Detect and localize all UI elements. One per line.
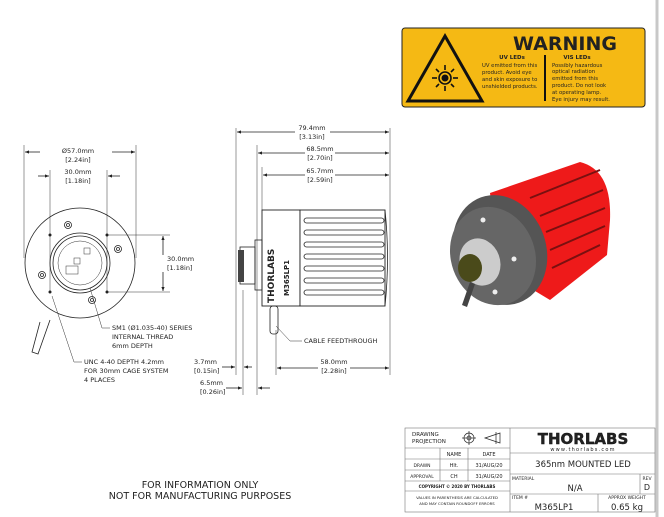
length-dim-2: 68.5mm — [306, 145, 333, 153]
drawing-title: 365nm MOUNTED LED — [535, 460, 631, 470]
front-view: Ø57.0mm [2.24in] 30.0mm [1.18in] 30.0mm … — [23, 145, 194, 384]
name-header: NAME — [447, 452, 462, 458]
approval-label: APPROVAL — [410, 474, 434, 480]
uv-heading: UV LEDs — [499, 55, 525, 61]
values-note: VALUES IN PARENTHESIS ARE CALCULATED — [416, 495, 498, 500]
drawn-label: DRAWN — [413, 463, 430, 469]
sm1-note: 6mm DEPTH — [112, 342, 153, 350]
vis-line: Possibly hazardous — [552, 63, 603, 69]
sm1-note: INTERNAL THREAD — [112, 333, 173, 341]
side-view: 79.4mm [3.13in] 68.5mm [2.70in] 65.7mm [… — [194, 124, 391, 396]
uv-line: UV emitted from this — [482, 63, 537, 69]
overall-length-dim-in: [3.13in] — [299, 133, 324, 141]
weight-label: APPROX WEIGHT — [608, 495, 646, 501]
brand-marking: THORLABS — [267, 249, 277, 303]
unc-note: FOR 30mm CAGE SYSTEM — [84, 367, 168, 375]
cable-front — [31, 319, 51, 355]
width-dim-in: [1.18in] — [65, 177, 90, 185]
model-marking: M365LP1 — [283, 260, 291, 296]
vis-line: optical radiation — [552, 69, 595, 75]
weight-value: 0.65 kg — [611, 503, 643, 513]
vis-line: emitted from this — [552, 76, 598, 82]
rev-value: D — [644, 483, 650, 492]
drawn-name: Hlt. — [450, 463, 459, 469]
product-3d-render — [449, 162, 611, 307]
approval-name: CH — [450, 474, 457, 480]
vis-line: Eye injury may result. — [552, 97, 610, 103]
material-value: N/A — [567, 484, 582, 494]
warning-title: WARNING — [513, 33, 617, 55]
hazard-triangle-icon — [405, 32, 485, 103]
offset-dim-1: 3.7mm — [194, 358, 217, 366]
uv-line: product. Avoid eye — [482, 70, 532, 76]
copyright: COPYRIGHT © 2020 BY THORLABS — [419, 484, 496, 489]
item-label: ITEM # — [512, 495, 528, 501]
title-block — [404, 427, 656, 513]
vis-heading: VIS LEDs — [563, 55, 591, 61]
first-angle-projection-icon — [462, 431, 501, 445]
disclaimer-line: FOR INFORMATION ONLY — [142, 480, 259, 491]
diameter-dim: Ø57.0mm — [62, 147, 94, 155]
unc-note: UNC 4-40 DEPTH 4.2mm — [84, 358, 164, 366]
cable-feedthrough-label: CABLE FEEDTHROUGH — [304, 337, 377, 345]
projection-label: PROJECTION — [412, 439, 446, 445]
rev-label: REV — [642, 476, 652, 482]
sm1-note: SM1 (Ø1.035-40) SERIES — [112, 324, 192, 332]
uv-line: unshielded products. — [482, 84, 538, 90]
website: www.thorlabs.com — [550, 447, 615, 453]
overall-length-dim: 79.4mm — [298, 124, 325, 132]
length-dim-3: 65.7mm — [306, 167, 333, 175]
disclaimer-line: NOT FOR MANUFACTURING PURPOSES — [109, 491, 291, 502]
item-value: M365LP1 — [535, 503, 574, 513]
drawn-date: 31/AUG/20 — [475, 463, 502, 469]
body-length-dim: 58.0mm — [320, 358, 347, 366]
length-dim-2-in: [2.70in] — [307, 154, 332, 162]
offset-dim-2: 6.5mm — [200, 379, 223, 387]
vis-line: product. Do not look — [552, 83, 607, 89]
thorlabs-logo: THORLABS — [538, 430, 629, 448]
vis-line: at operating lamp. — [552, 90, 601, 96]
projection-label: DRAWING — [412, 432, 439, 438]
values-note: AND MAY CONTAIN ROUNDOFF ERRORS — [419, 501, 495, 506]
cable-feedthrough — [269, 305, 279, 335]
length-dim-3-in: [2.59in] — [307, 176, 332, 184]
warning-label: WARNING UV LEDs UV emitted from this pro… — [401, 27, 646, 108]
uv-line: and skin exposure to — [482, 77, 537, 83]
offset-dim-1-in: [0.15in] — [194, 367, 219, 375]
date-header: DATE — [482, 452, 495, 458]
material-label: MATERIAL — [512, 476, 535, 482]
radiation-sun-icon — [432, 65, 458, 91]
approval-date: 31/AUG/20 — [475, 474, 502, 480]
diameter-dim-in: [2.24in] — [65, 156, 90, 164]
cable-3d — [462, 282, 475, 307]
body-length-dim-in: [2.28in] — [321, 367, 346, 375]
offset-dim-2-in: [0.26in] — [200, 388, 225, 396]
unc-note: 4 PLACES — [84, 376, 115, 384]
width-dim: 30.0mm — [64, 168, 91, 176]
height-dim: 30.0mm — [167, 255, 194, 263]
height-dim-in: [1.18in] — [167, 264, 192, 272]
title-block-text: DRAWING PROJECTION NAME DATE DRAWN Hlt. … — [410, 430, 652, 513]
